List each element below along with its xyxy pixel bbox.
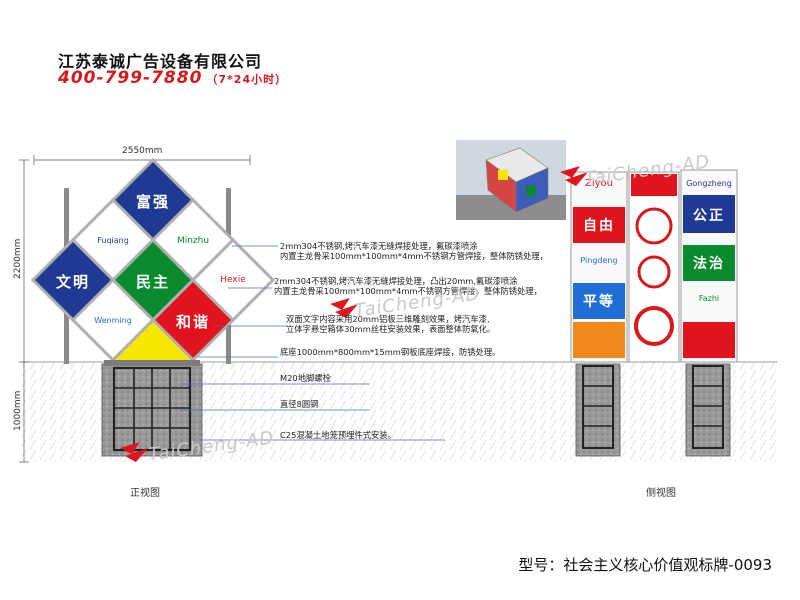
label-gongzheng: Gongzheng <box>686 179 732 188</box>
label-pingdeng-cn: 平等 <box>583 294 615 310</box>
front-view-label: 正视图 <box>130 488 160 499</box>
width-label: 2550mm <box>122 146 163 156</box>
side-view-label: 侧视图 <box>646 488 676 499</box>
depth-label: 1000mm <box>13 390 23 431</box>
height-label: 2200mm <box>13 238 23 279</box>
annotation-10: C25混凝土地笼预埋件式安装。 <box>280 430 396 440</box>
model-number: 型号：社会主义核心价值观标牌-0093 <box>518 556 772 574</box>
label-hexie: Hexie <box>220 275 246 285</box>
annotation-3: 2mm304不锈钢,烤汽车漆无缝焊接处理，凸出20mm,氟碳漆喷涂 <box>274 276 518 286</box>
label-wenming-cn: 文明 <box>55 273 90 291</box>
label-ziyou: Ziyou <box>584 178 613 189</box>
annotation-1: 2mm304不锈钢,烤汽车漆无缝焊接处理，氟碳漆喷涂 <box>280 241 478 251</box>
label-fazhi: Fazhi <box>698 294 720 303</box>
label-minzhu: Minzhu <box>176 236 210 246</box>
watermark-logo-icon-2 <box>330 298 358 318</box>
side-column-right <box>680 169 738 363</box>
annotation-4: 内置主龙骨采100mm*100mm*4mm不锈钢方管焊接，整体防锈处理， <box>274 286 542 296</box>
leader-lines <box>180 245 445 441</box>
phone-number: 400-799-7880（7*24小时） <box>58 68 287 88</box>
label-fuqiang: Fuqiang <box>97 236 129 245</box>
label-hexie-cn: 和谐 <box>175 313 210 331</box>
side-column-middle <box>628 171 680 363</box>
label-gongzheng-cn: 公正 <box>693 208 725 224</box>
papercut-flower-icon <box>637 255 671 289</box>
annotation-9: 直径8圆钢 <box>280 399 319 409</box>
annotation-7: 底座1000mm*800mm*15mm钢板底座焊接，防锈处理。 <box>280 347 501 357</box>
phone-value: 400-799-7880 <box>58 68 203 88</box>
label-wenming: Wenming <box>94 316 132 325</box>
front-foundation <box>101 360 203 457</box>
side-foundation-right <box>685 363 731 457</box>
height-dimension <box>19 159 29 463</box>
service-hours: （7*24小时） <box>206 73 288 86</box>
papercut-ornament-icon <box>635 207 673 245</box>
annotation-2: 内置主龙骨采100mm*100mm*4mm不锈钢方管焊接，整体防锈处理， <box>280 251 548 261</box>
front-sign <box>30 157 276 403</box>
papercut-wheel-icon <box>634 306 674 346</box>
side-column-left <box>570 171 628 363</box>
annotation-6: 立体字悬空箱体30mm丝柱安装效果，表面整体防氧化。 <box>286 324 496 334</box>
label-pingdeng: Pingdeng <box>580 256 618 265</box>
annotation-8: M20地脚螺栓 <box>280 373 331 383</box>
label-fazhi-cn: 法治 <box>693 256 725 272</box>
watermark-logo-icon-3 <box>120 442 148 462</box>
width-dimension <box>33 155 251 165</box>
annotation-5: 双面文字内容采用20mm铝板三维雕刻效果，烤汽车漆, <box>286 314 490 324</box>
side-foundation-left <box>575 363 621 457</box>
label-minzhu-cn: 民主 <box>135 273 170 291</box>
label-ziyou-cn: 自由 <box>583 218 615 234</box>
render-thumbnail <box>456 140 566 220</box>
company-name: 江苏泰诚广告设备有限公司 <box>58 52 263 71</box>
watermark-logo-icon <box>560 166 588 186</box>
label-fuqiang-cn: 富强 <box>135 193 170 211</box>
